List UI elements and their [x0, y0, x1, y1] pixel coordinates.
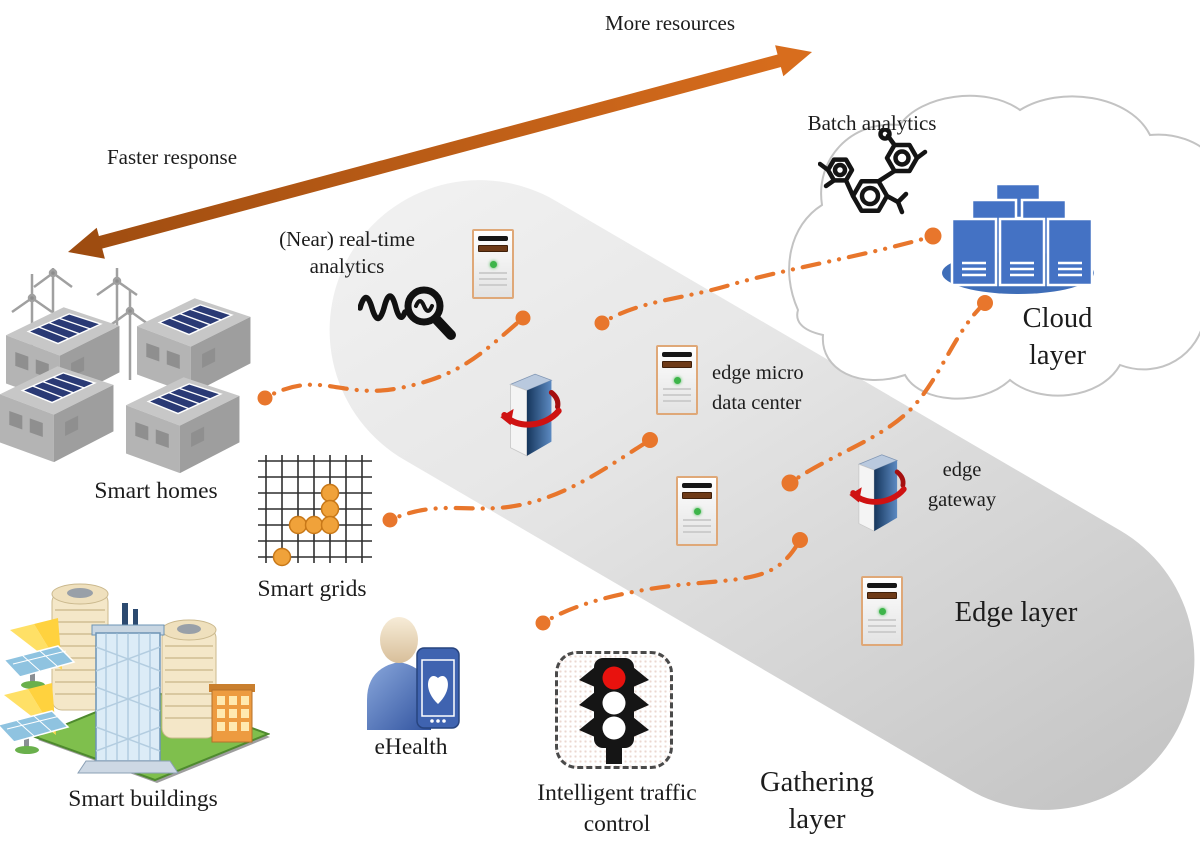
connector-endpoints [257, 227, 993, 631]
cloud-layer-title: Cloud layer [1022, 303, 1093, 372]
glass-tower [77, 603, 179, 774]
edge-gateway-icon [500, 373, 562, 457]
connector-smart-grids [387, 437, 653, 523]
resource-response-arrow [68, 45, 812, 259]
traffic-light-box [555, 651, 673, 769]
edge-gateway-icon [849, 454, 907, 532]
edge-server-icon [656, 345, 698, 415]
realtime-analytics-label: (Near) real-time analytics [279, 227, 415, 279]
orange-building [209, 684, 255, 743]
edge-server-icon [861, 576, 903, 646]
smart-buildings-icon [0, 583, 270, 783]
gathering-layer-title: Gathering layer [760, 767, 874, 836]
left-tower [51, 583, 109, 711]
edge-layer-title: Edge layer [954, 597, 1078, 628]
connector-edge-to-cloud [599, 233, 936, 326]
edge-micro-dc-label: edge micro data center [712, 362, 804, 414]
smart-grid-icon [258, 455, 372, 567]
realtime-analytics-icon [358, 286, 456, 340]
edge-server-icon [472, 229, 514, 299]
solar-panel [2, 618, 76, 689]
smart-grids-label: Smart grids [257, 576, 367, 602]
smart-homes-icon [0, 268, 252, 474]
grid-nodes [272, 483, 340, 567]
cloud-datacenter-icon [942, 183, 1094, 294]
heart-icon [428, 676, 448, 704]
ehealth-label: eHealth [374, 734, 448, 760]
traffic-control-label: Intelligent traffic control [537, 780, 697, 837]
solar-panel [0, 683, 70, 754]
connector-gateway-to-cloud [787, 300, 988, 486]
faster-response-label: Faster response [106, 145, 238, 169]
smart-buildings-label: Smart buildings [68, 786, 218, 812]
connector-gathering [540, 537, 803, 626]
dash-dot-connectors [262, 233, 988, 626]
red-light [602, 666, 626, 690]
arrowhead-left [68, 227, 105, 259]
connector-smart-homes [262, 315, 526, 401]
batch-analytics-label: Batch analytics [807, 111, 937, 135]
smart-homes-label: Smart homes [94, 478, 218, 504]
edge-server-icon [676, 476, 718, 546]
edge-gateway-label: edge gateway [927, 459, 997, 511]
arrowhead-right [775, 45, 812, 77]
ehealth-icon [367, 617, 460, 730]
right-tower [161, 619, 217, 739]
traffic-light-icon [579, 658, 649, 764]
more-resources-label: More resources [604, 11, 736, 35]
molecule-icon [818, 128, 928, 215]
